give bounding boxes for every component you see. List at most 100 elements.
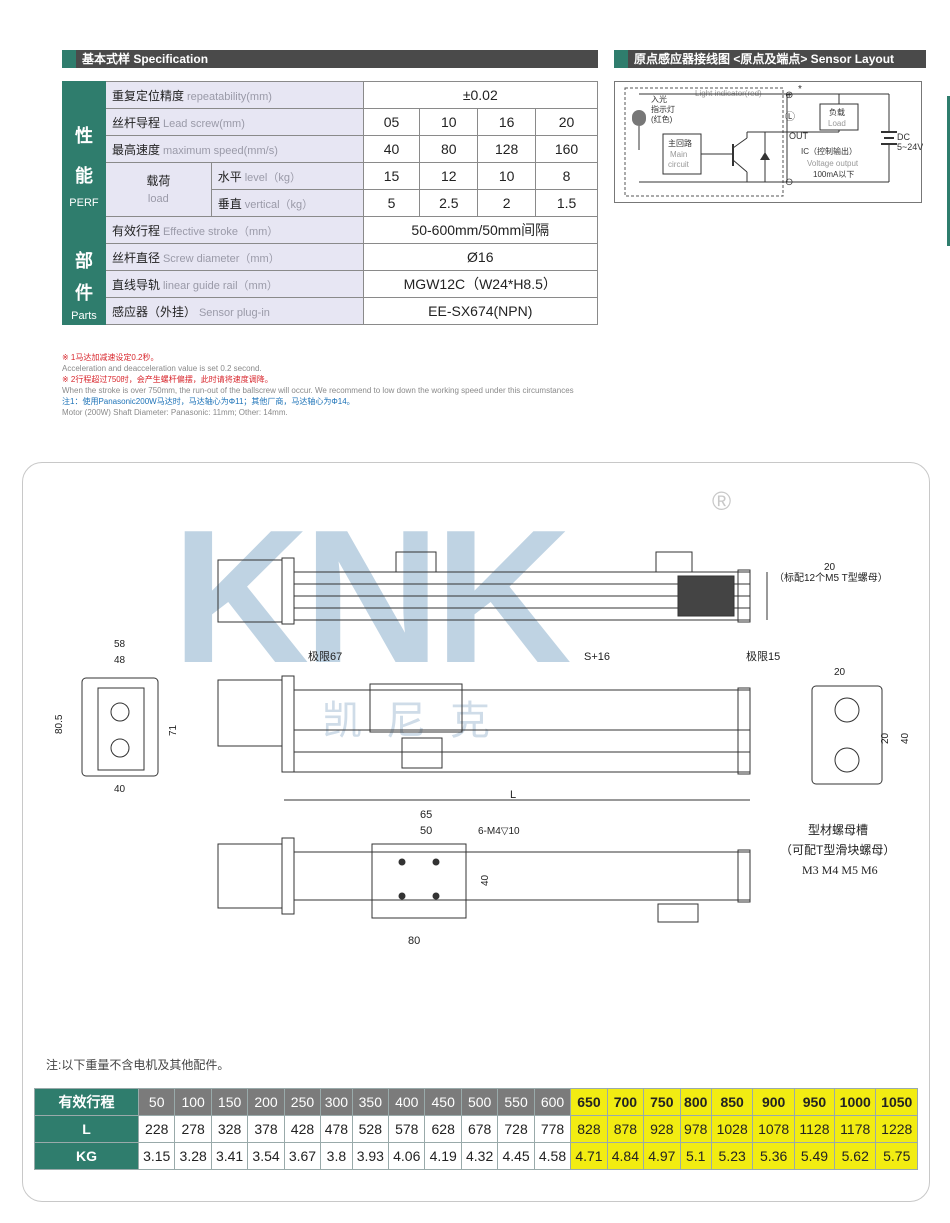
KG-cell: 3.28 <box>174 1142 212 1170</box>
lead-cn: 丝杆导程 <box>111 115 160 130</box>
stroke-cell: 700 <box>606 1088 645 1116</box>
note-1-en: Acceleration and deacceleration value is… <box>62 364 262 373</box>
drawing-panel <box>22 462 930 1202</box>
vertical-value: 1.5 <box>535 189 598 217</box>
dim-20-top: 20 <box>824 562 836 573</box>
KG-cell: 4.97 <box>643 1142 681 1170</box>
L-cell: 1028 <box>710 1115 754 1143</box>
dim-48: 48 <box>114 655 126 666</box>
stroke-cell: 1050 <box>875 1088 918 1116</box>
note-3-en: Motor (200W) Shaft Diameter: Panasonic: … <box>62 408 288 417</box>
indicator-red-label: (红色) <box>651 114 673 124</box>
KG-cell: 5.23 <box>710 1142 754 1170</box>
dc-voltage-label: 5~24V <box>897 142 923 152</box>
stroke-cell: 900 <box>752 1088 795 1116</box>
sensor-dashed-frame <box>624 87 784 197</box>
L-cell: 928 <box>643 1115 681 1143</box>
profile-body <box>293 851 751 901</box>
mount-hole-icon <box>398 892 406 900</box>
sensor-bracket <box>657 903 699 923</box>
dim-80: 80 <box>408 935 420 947</box>
L-cell: 878 <box>606 1115 645 1143</box>
level-value: 12 <box>419 162 479 190</box>
spec-section-header: 基本式样 Specification <box>62 50 598 68</box>
level-value: 15 <box>362 162 421 190</box>
m4-label: 6-M4▽10 <box>478 826 520 837</box>
dim-50: 50 <box>420 825 432 837</box>
profile-section-outline <box>811 685 883 785</box>
side-view <box>217 675 751 775</box>
sensor-wiring-diagram: 入光 指示灯 (红色) Light indicator(red) 主回路 Mai… <box>614 81 923 203</box>
level-value: 8 <box>535 162 598 190</box>
screw-dia-value: Ø16 <box>362 243 599 271</box>
guide-value: MGW12C（W24*H8.5） <box>362 270 599 298</box>
L-cell: 528 <box>351 1115 390 1143</box>
profile-40: 40 <box>900 732 911 744</box>
lead-value: 05 <box>362 108 421 136</box>
KG-cell: 3.41 <box>210 1142 249 1170</box>
stroke-cn: 有效行程 <box>111 223 160 238</box>
main-circuit-box <box>662 133 702 175</box>
dim-80-5: 80.5 <box>54 714 65 734</box>
main-circuit-en1: Main <box>670 150 687 159</box>
L-cell: 1228 <box>875 1115 918 1143</box>
stroke-cell: 300 <box>320 1088 353 1116</box>
screw-hole-icon <box>110 702 130 722</box>
speed-value: 160 <box>535 135 598 163</box>
profile-sizes: M3 M4 M5 M6 <box>802 863 878 877</box>
lead-value: 10 <box>419 108 479 136</box>
carriage-block <box>369 683 463 733</box>
sensor-cn: 感应器（外挂） <box>111 304 196 319</box>
stroke-cell: 800 <box>679 1088 712 1116</box>
stroke-header: 有效行程 <box>34 1088 139 1116</box>
stroke-cell: 850 <box>710 1088 754 1116</box>
speed-value: 40 <box>362 135 421 163</box>
weight-row-stroke: 有效行程 50 100 150 200 250 300 350 400 450 … <box>34 1088 918 1116</box>
carriage-plate <box>371 843 467 919</box>
L-cell: 778 <box>533 1115 572 1143</box>
dim-71: 71 <box>168 724 179 736</box>
KG-cell: 3.8 <box>320 1142 353 1170</box>
L-cell: 728 <box>497 1115 535 1143</box>
stroke-cell: 750 <box>643 1088 681 1116</box>
knk-watermark-logo: KNK <box>172 491 570 703</box>
parts-label-en: Parts <box>71 310 97 322</box>
terminal-l-icon: Ⓛ <box>785 111 795 123</box>
stroke-cell: 450 <box>424 1088 462 1116</box>
speed-value: 128 <box>477 135 537 163</box>
L-header: L <box>34 1115 139 1143</box>
end-view <box>81 677 159 777</box>
note-2-en: When the stroke is over 750mm, the run-o… <box>62 386 574 395</box>
end-view-outline <box>81 677 159 777</box>
profile-bore-icon <box>834 747 860 773</box>
dim-L-label: L <box>510 789 516 801</box>
registered-mark: ® <box>712 486 731 516</box>
load-cn-label: 负载 <box>829 107 845 117</box>
KG-cell: 5.75 <box>875 1142 918 1170</box>
mount-hole-icon <box>398 858 406 866</box>
stroke-cell: 650 <box>570 1088 608 1116</box>
note-3-cn: 注1：使用Panasonic200W马达时，马达轴心为Φ11；其他厂商，马达轴心… <box>62 397 355 406</box>
star-mark: * <box>798 84 802 95</box>
L-cell: 328 <box>210 1115 249 1143</box>
mount-hole-icon <box>432 892 440 900</box>
wire <box>732 159 748 173</box>
note-1-cn: ※ 1马达加减速设定0.2秒。 <box>62 353 159 362</box>
weight-note: 注:以下重量不含电机及其他配件。 <box>46 1058 230 1072</box>
repeatability-en: repeatability(mm) <box>186 90 272 103</box>
stroke-cell: 1000 <box>833 1088 877 1116</box>
repeatability-value: ±0.02 <box>362 81 599 109</box>
vertical-value: 2 <box>477 189 537 217</box>
nut-note-label: （标配12个M5 T型螺母） <box>774 571 888 584</box>
dim-58: 58 <box>114 639 126 650</box>
KG-cell: 4.19 <box>424 1142 462 1170</box>
profile-20-top: 20 <box>834 667 846 678</box>
dim-65: 65 <box>420 809 432 821</box>
KG-cell: 4.71 <box>570 1142 608 1170</box>
profile-section <box>811 685 883 785</box>
